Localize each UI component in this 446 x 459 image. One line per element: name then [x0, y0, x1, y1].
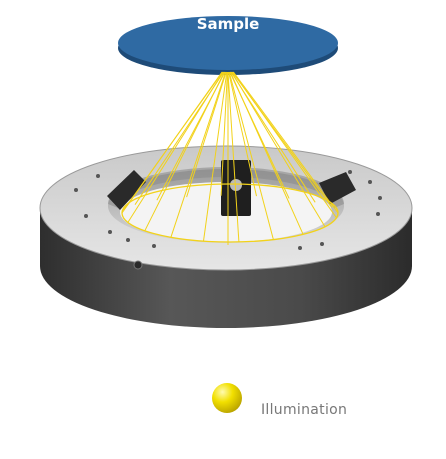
light-ray	[232, 71, 337, 219]
light-ray	[203, 71, 228, 242]
illumination-rays	[121, 71, 339, 245]
light-ray	[231, 71, 326, 228]
light-ray	[227, 71, 240, 242]
light-ray	[123, 71, 224, 211]
ring-light-body	[39, 145, 413, 328]
sample-disc: Sample	[118, 15, 338, 75]
led-module-back	[221, 160, 251, 216]
legend: Illumination	[212, 383, 347, 418]
light-ray	[170, 71, 227, 238]
led-module-left	[107, 170, 146, 210]
light-ray	[229, 71, 304, 235]
light-ray	[134, 71, 225, 205]
light-ray	[156, 71, 226, 201]
led-module-right	[319, 172, 356, 204]
legend-label: Illumination	[261, 402, 347, 418]
light-ray	[220, 71, 228, 196]
mounting-holes	[74, 170, 382, 250]
light-ray	[228, 71, 274, 240]
light-ray	[186, 71, 227, 198]
sample-label: Sample	[197, 15, 260, 33]
light-ray	[232, 71, 339, 214]
light-ray	[228, 71, 257, 197]
illumination-marker-icon	[212, 383, 242, 413]
connector-port	[133, 260, 143, 270]
